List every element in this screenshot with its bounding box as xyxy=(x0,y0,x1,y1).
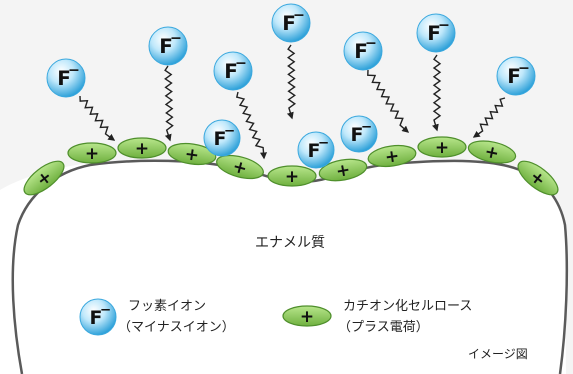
fluoride-symbol: F xyxy=(354,39,368,63)
plus-symbol: + xyxy=(384,146,401,168)
squiggly-arrow xyxy=(432,54,442,132)
arrow-group xyxy=(79,44,506,160)
cation-1: + xyxy=(23,160,65,196)
cation-11: + xyxy=(517,160,559,196)
plus-symbol: + xyxy=(85,144,99,164)
cation-2: + xyxy=(67,142,117,164)
fluoride-charge: − xyxy=(68,63,80,79)
enamel-label: エナメル質 xyxy=(255,235,325,251)
fluoride-charge: − xyxy=(170,31,182,47)
cation-capsule xyxy=(267,165,317,187)
plus-symbol: + xyxy=(183,144,200,166)
cation-3: + xyxy=(117,137,167,159)
squiggly-arrow xyxy=(286,44,297,120)
fluoride-ion-circle xyxy=(496,56,536,96)
cation-10: + xyxy=(467,140,517,165)
squiggly-arrow xyxy=(235,91,268,160)
fluoride-charge: − xyxy=(318,135,329,151)
legend-fluoride-sublabel: （マイナスイオン） xyxy=(118,320,235,335)
fluoride-charge: − xyxy=(518,61,530,77)
squiggly-arrow xyxy=(472,97,506,138)
fluoride-symbol: F xyxy=(90,307,103,329)
fluoride-ion-6: F− xyxy=(416,13,456,53)
fluoride-symbol: F xyxy=(308,140,321,162)
fluoride-ion-circle xyxy=(271,3,311,43)
fluoride-symbol: F xyxy=(507,64,521,88)
legend-cation-label: カチオン化セルロース xyxy=(343,299,473,314)
image-note: イメージ図 xyxy=(468,347,528,361)
fluoride-ion-circle xyxy=(148,26,188,66)
legend-icons: F− + xyxy=(79,298,332,336)
plus-symbol: + xyxy=(230,156,249,179)
cation-6: + xyxy=(267,165,317,187)
fluoride-ion-10: F− xyxy=(340,115,378,153)
enamel-body xyxy=(0,160,566,374)
fluoride-symbol: F xyxy=(282,11,296,35)
plus-symbol: + xyxy=(334,160,352,182)
cation-capsule xyxy=(67,142,117,164)
cation-capsule xyxy=(367,144,417,168)
plus-symbol: + xyxy=(483,142,501,165)
cation-capsule xyxy=(517,160,559,196)
fluoride-ion-circle xyxy=(343,31,383,71)
fluoride-ion-3: F− xyxy=(213,51,253,91)
legend-cation-sublabel: （プラス電荷） xyxy=(338,320,429,335)
cation-group: + + + + + + + + + + + xyxy=(23,136,559,196)
fluoride-ion-5: F− xyxy=(343,31,383,71)
fluoride-charge: − xyxy=(365,36,377,52)
fluoride-ion-circle xyxy=(79,298,117,336)
fluoride-ion-8: F− xyxy=(203,119,241,157)
fluoride-charge: − xyxy=(100,302,111,318)
cation-capsule xyxy=(167,142,217,166)
cation-4: + xyxy=(167,142,217,166)
cation-capsule xyxy=(23,160,65,196)
cation-capsule xyxy=(318,158,368,182)
fluoride-symbol: F xyxy=(351,124,364,146)
fluoride-charge: − xyxy=(293,8,305,24)
fluoride-ion-9: F− xyxy=(297,131,335,169)
plus-symbol: + xyxy=(300,307,314,327)
fluoride-symbol: F xyxy=(427,21,441,45)
plus-symbol: + xyxy=(435,138,449,158)
fluoride-ion-7: F− xyxy=(496,56,536,96)
fluoride-symbol: F xyxy=(159,34,173,58)
cation-capsule xyxy=(117,137,167,159)
fluoride-ion-circle xyxy=(340,115,378,153)
fluoride-ion-1: F− xyxy=(46,58,86,98)
fluoride-charge: − xyxy=(235,56,247,72)
fluoride-charge: − xyxy=(438,18,450,34)
fluoride-symbol: F xyxy=(224,59,238,83)
fluoride-symbol: F xyxy=(57,66,71,90)
cation-9: + xyxy=(417,136,467,158)
plus-symbol: + xyxy=(285,167,299,187)
legend-cation-icon: + xyxy=(282,305,332,327)
squiggly-arrow xyxy=(367,69,410,133)
fluoride-group: F−F−F−F−F−F−F−F−F−F− xyxy=(46,3,536,169)
squiggly-arrow xyxy=(79,95,116,141)
cation-8: + xyxy=(367,144,417,168)
cation-5: + xyxy=(216,154,264,180)
legend-fluoride-icon: F− xyxy=(79,298,117,336)
cation-capsule xyxy=(282,305,332,327)
fluoride-ion-4: F− xyxy=(271,3,311,43)
legend-fluoride-label: フッ素イオン xyxy=(128,299,207,314)
fluoride-charge: − xyxy=(224,123,235,139)
fluoride-symbol: F xyxy=(214,128,227,150)
plus-symbol: + xyxy=(135,139,149,159)
cation-capsule xyxy=(467,140,517,164)
fluoride-ion-circle xyxy=(46,58,86,98)
fluoride-ion-circle xyxy=(203,119,241,157)
cation-capsule xyxy=(417,136,467,158)
fluoride-ion-circle xyxy=(297,131,335,169)
cation-capsule xyxy=(216,154,264,180)
fluoride-charge: − xyxy=(361,119,372,135)
fluoride-ion-circle xyxy=(213,51,253,91)
cation-7: + xyxy=(318,158,368,182)
fluoride-ion-2: F− xyxy=(148,26,188,66)
squiggly-arrow xyxy=(164,65,174,142)
fluoride-ion-circle xyxy=(416,13,456,53)
